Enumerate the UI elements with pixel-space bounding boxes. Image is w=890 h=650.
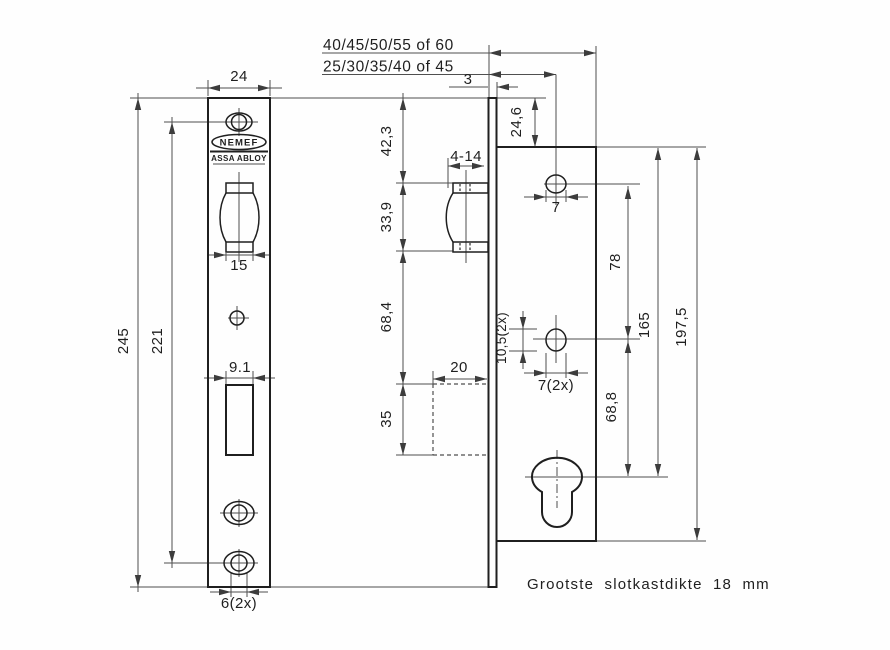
fixing-hole-mid (545, 328, 567, 352)
dim-case-to-cyl: 165 (636, 312, 653, 338)
nemef-logo: NEMEF ASSA ABLOY (210, 133, 268, 165)
dim-mid-hole-dia: 7(2x) (538, 377, 574, 394)
bolt-cutout (225, 384, 254, 456)
note-max-case-thickness: Grootste slotkastdikte 18 mm (527, 576, 770, 593)
backset-options-60: 40/45/50/55 of 60 (323, 37, 454, 54)
dim-mid-hole-height: 10,5(2x) (494, 312, 509, 364)
dimension-labels: 24 40/45/50/55 of 60 25/30/35/40 of 45 3… (115, 37, 770, 612)
faceplate-outline (207, 97, 271, 588)
center-pin-hole (229, 310, 245, 326)
dim-case-height: 197,5 (673, 307, 690, 347)
top-screw-hole (225, 112, 253, 132)
dimension-arrows (134, 49, 701, 596)
dim-plate-width: 24 (230, 68, 248, 85)
dim-follower-to-bolt: 68,4 (378, 302, 395, 333)
dim-plate-height: 245 (115, 328, 132, 354)
follower-side (445, 182, 489, 253)
dim-follower-depth: 4-14 (450, 148, 482, 165)
dim-case-top-offset: 24,6 (508, 107, 525, 138)
spindle-hole-top (545, 174, 567, 194)
dim-bolt-height: 35 (378, 410, 395, 428)
dim-top-to-follower: 42,3 (378, 126, 395, 157)
dim-hole-spacing: 78 (607, 253, 624, 271)
dim-follower-height: 33,9 (378, 202, 395, 233)
dim-plate-thickness: 3 (464, 71, 473, 88)
construction-lines (130, 45, 706, 597)
brand-name: NEMEF (220, 138, 259, 149)
lock-case (496, 146, 597, 542)
dim-screw-spacing: 221 (149, 328, 166, 354)
screw-hole-upper (223, 500, 255, 526)
dim-mid-to-cyl: 68,8 (603, 392, 620, 423)
side-plate (487, 97, 498, 588)
dim-bolt-depth: 20 (450, 359, 468, 376)
dim-top-hole-dia: 7 (552, 199, 561, 216)
brand-group: ASSA ABLOY (211, 154, 267, 163)
dim-bolt-slot-width: 9.1 (229, 359, 251, 376)
dim-follower-width: 15 (230, 257, 248, 274)
front-view: NEMEF ASSA ABLOY (207, 97, 271, 588)
screw-hole-lower (223, 550, 255, 576)
euro-cylinder-cutout (531, 456, 583, 528)
follower-front (219, 182, 260, 253)
side-view (432, 97, 597, 588)
dim-screw-slot: 6(2x) (221, 595, 257, 612)
bolt-dashed-outline (432, 383, 489, 456)
backset-options-45: 25/30/35/40 of 45 (323, 59, 454, 76)
